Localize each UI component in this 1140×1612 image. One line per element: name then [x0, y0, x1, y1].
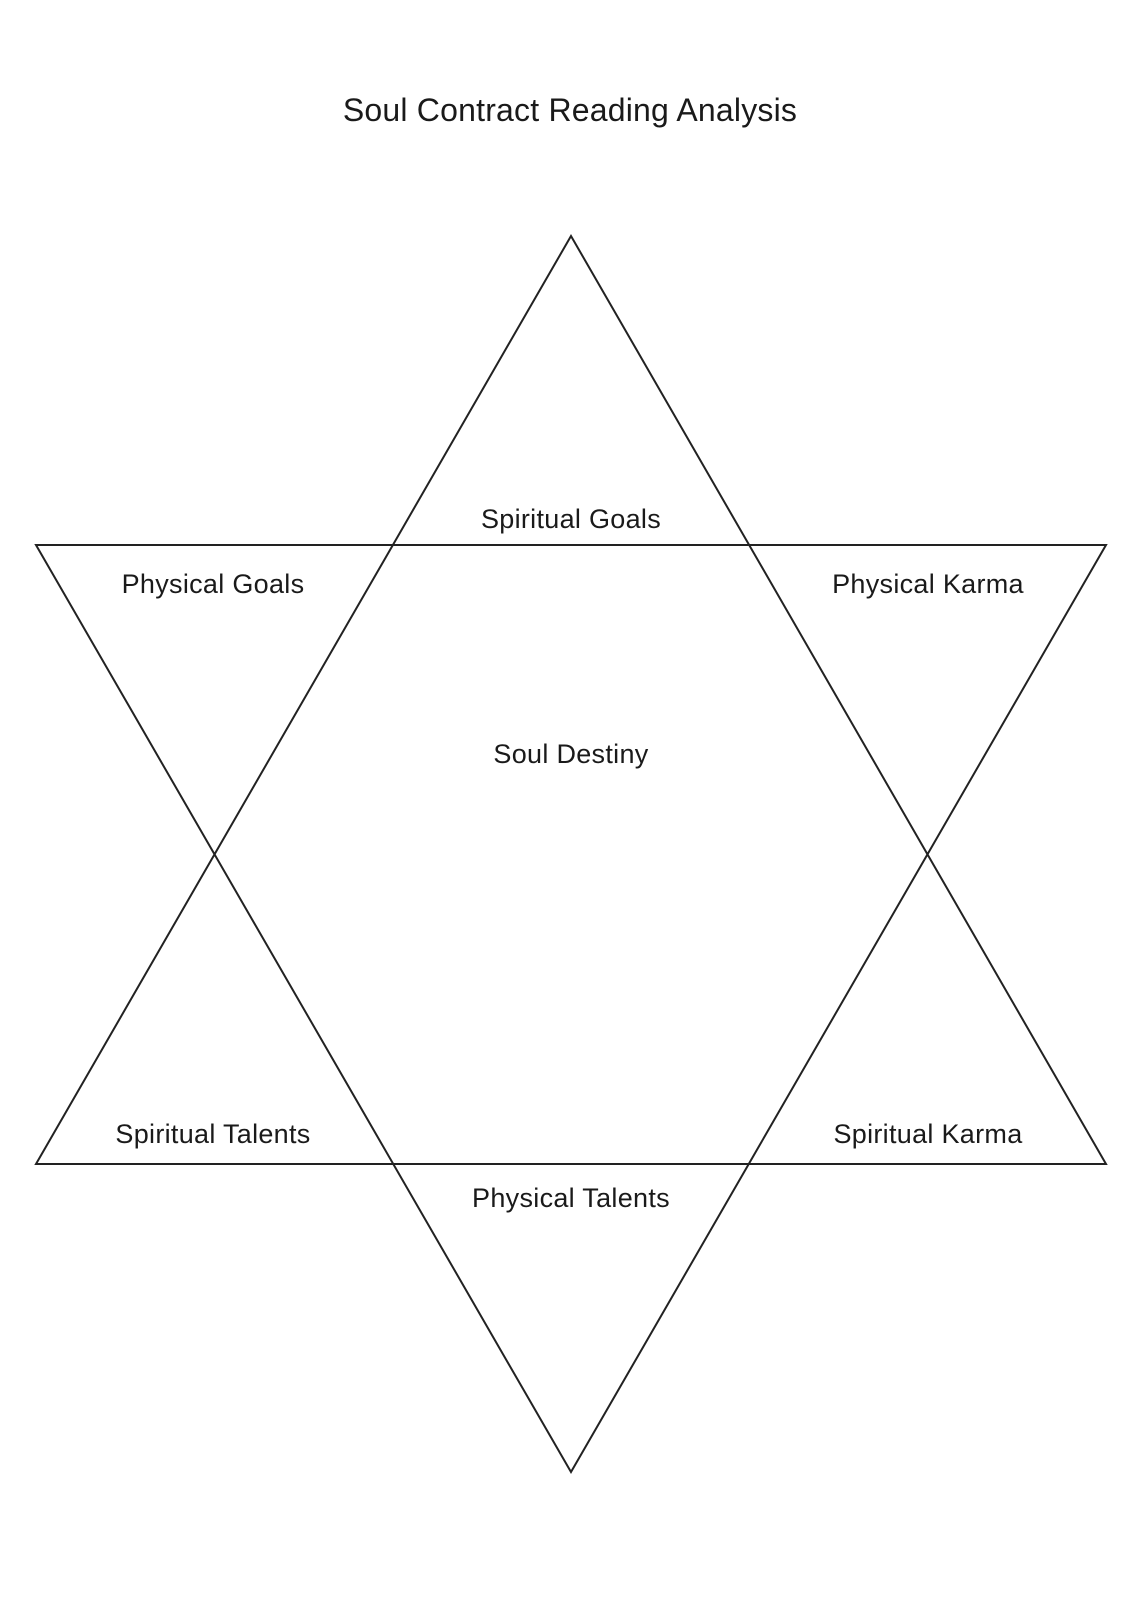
label-physical-talents: Physical Talents [472, 1183, 670, 1213]
label-spiritual-karma: Spiritual Karma [833, 1119, 1023, 1149]
label-physical-goals: Physical Goals [122, 569, 305, 599]
label-spiritual-talents: Spiritual Talents [115, 1119, 310, 1149]
label-spiritual-goals: Spiritual Goals [481, 504, 661, 534]
label-physical-karma: Physical Karma [832, 569, 1024, 599]
page-title: Soul Contract Reading Analysis [342, 92, 798, 128]
label-soul-destiny: Soul Destiny [493, 739, 648, 769]
upward-triangle [34, 233, 1108, 1165]
downward-triangle [34, 544, 1108, 1475]
